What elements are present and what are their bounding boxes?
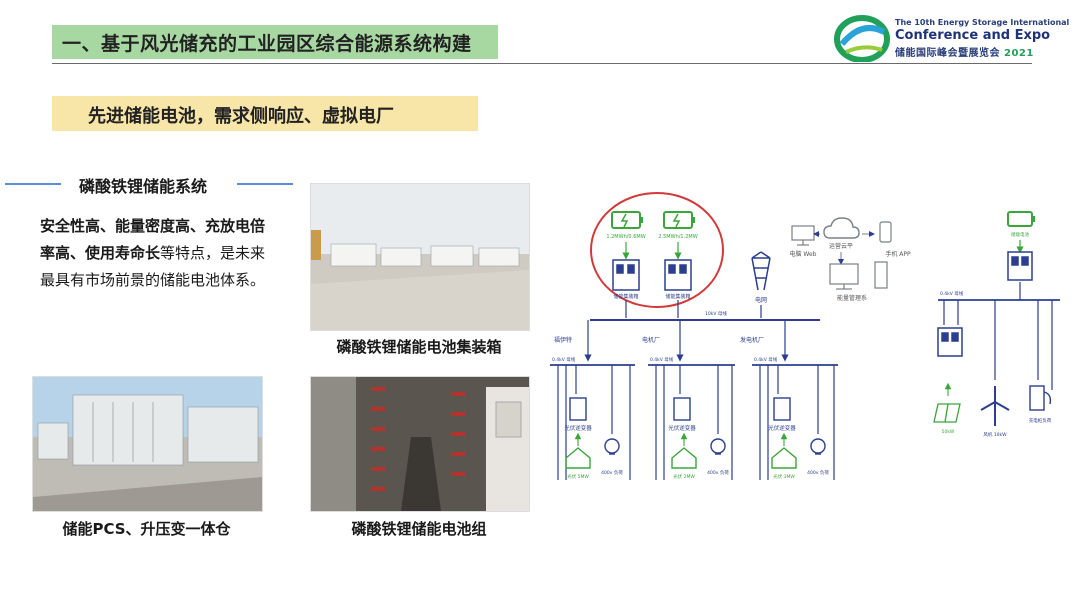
pv-house-icon-3	[771, 447, 797, 469]
feeder3-label: 发电机厂	[740, 336, 764, 344]
load-bulb-icon-1	[604, 438, 620, 454]
ems-label: 能量管理系	[837, 294, 867, 302]
cloud-label: 运营云平	[829, 242, 853, 250]
pv-house-icon-1	[565, 447, 591, 469]
storage-cabinet-1	[612, 259, 640, 291]
section-body: 安全性高、能量密度高、充放电倍率高、使用寿命长等特点，是未来最具有市场前景的储能…	[40, 213, 272, 294]
logo-line1: The 10th Energy Storage International	[895, 18, 1070, 27]
load2-label: 400v 负荷	[707, 469, 729, 476]
inverter-icon-1	[569, 397, 587, 421]
header-divider	[52, 63, 1032, 64]
bus04-label-right: 0.4kV 母线	[940, 290, 964, 297]
battery-pack-caption: 磷酸铁锂储能电池组	[351, 520, 487, 538]
app-label: 手机 APP	[885, 250, 911, 258]
bus04-label-2: 0.4kV 母线	[650, 356, 674, 363]
page-title: 一、基于风光储充的工业园区综合能源系统构建	[62, 33, 472, 55]
charger-label: 充电桩负荷	[1029, 417, 1052, 424]
logo-year: 2021	[1003, 48, 1034, 59]
container-caption: 磷酸铁锂储能电池集装箱	[336, 338, 502, 356]
web-label: 电脑 Web	[790, 250, 817, 258]
subtitle-banner	[52, 96, 478, 131]
feeder1-label: 福伊特	[554, 336, 572, 344]
battery-icon-3	[1007, 211, 1035, 227]
storage-highlight-circle	[590, 192, 724, 308]
load1-label: 400v 负荷	[601, 469, 623, 476]
pcs-photo	[32, 376, 263, 512]
section-line-left	[5, 183, 61, 185]
load3-label: 400v 负荷	[807, 469, 829, 476]
bat3-label: 储能电池	[1011, 231, 1029, 238]
phone-app-icon	[879, 221, 892, 243]
wind-label: 风机 10kW	[983, 431, 1007, 438]
feeder2-label: 电机厂	[642, 336, 660, 344]
section-line-right	[237, 183, 293, 185]
body-rest: 等特点，是未来最具有市场前景的储能电池体系。	[40, 244, 266, 289]
pv2-label: 光伏 2MW	[673, 473, 695, 480]
battery-pack-photo	[310, 376, 530, 512]
load-bulb-icon-3	[810, 438, 826, 454]
storage-cabinet-3	[1007, 251, 1033, 281]
battery2-label: 2.5MWh/1.2MW	[658, 234, 697, 240]
bus04-label-1: 0.4kV 母线	[552, 356, 576, 363]
container-photo	[310, 183, 530, 331]
section-title: 磷酸铁锂储能系统	[79, 177, 208, 196]
pv-right-label: 50kW	[942, 429, 955, 435]
grid-tower-icon	[751, 251, 771, 291]
wind-turbine-icon	[980, 386, 1010, 426]
computer-web-icon	[791, 225, 815, 246]
ems-computer-icon	[829, 261, 888, 290]
storage-cabinet-4	[937, 327, 963, 357]
cloud-icon	[823, 217, 860, 239]
pcs-caption: 储能PCS、升压变一体仓	[62, 520, 231, 538]
inverter-label-1: 光伏逆变器	[564, 424, 592, 432]
storage-cabinet-2	[664, 259, 692, 291]
inverter-label-2: 光伏逆变器	[668, 424, 696, 432]
storage-label-1: 储能集装箱	[613, 293, 638, 300]
inverter-icon-3	[773, 397, 791, 421]
logo-line3: 储能国际峰会暨展览会 2021	[895, 48, 1034, 59]
storage-label-2: 储能集装箱	[665, 293, 690, 300]
inverter-icon-2	[673, 397, 691, 421]
inverter-label-3: 光伏逆变器	[768, 424, 796, 432]
battery-icon-1	[611, 211, 643, 229]
pv1-label: 光伏 5MW	[567, 473, 589, 480]
load-bulb-icon-2	[710, 438, 726, 454]
ev-charger-icon	[1029, 385, 1052, 411]
bus04-label-3: 0.4kV 母线	[754, 356, 778, 363]
pv-house-icon-2	[671, 447, 697, 469]
conference-logo-icon	[834, 15, 890, 62]
grid-label: 电网	[755, 296, 767, 304]
title-banner	[52, 25, 498, 59]
bus10-label: 10kV 母线	[705, 310, 727, 317]
subtitle: 先进储能电池，需求侧响应、虚拟电厂	[88, 106, 394, 127]
solar-panel-icon	[933, 403, 961, 423]
energy-system-diagram: 1.2MWh/0.6MW 2.5MWh/1.2MW 储能集装箱 储能集装箱 电网…	[550, 192, 1060, 480]
body-highlight: 安全性高、能量密度高、充放电倍率高、使用寿命长	[40, 217, 266, 262]
pv3-label: 光伏 3MW	[773, 473, 795, 480]
battery-icon-2	[663, 211, 695, 229]
battery1-label: 1.2MWh/0.6MW	[606, 234, 645, 240]
logo-line2: Conference and Expo	[895, 28, 1051, 43]
